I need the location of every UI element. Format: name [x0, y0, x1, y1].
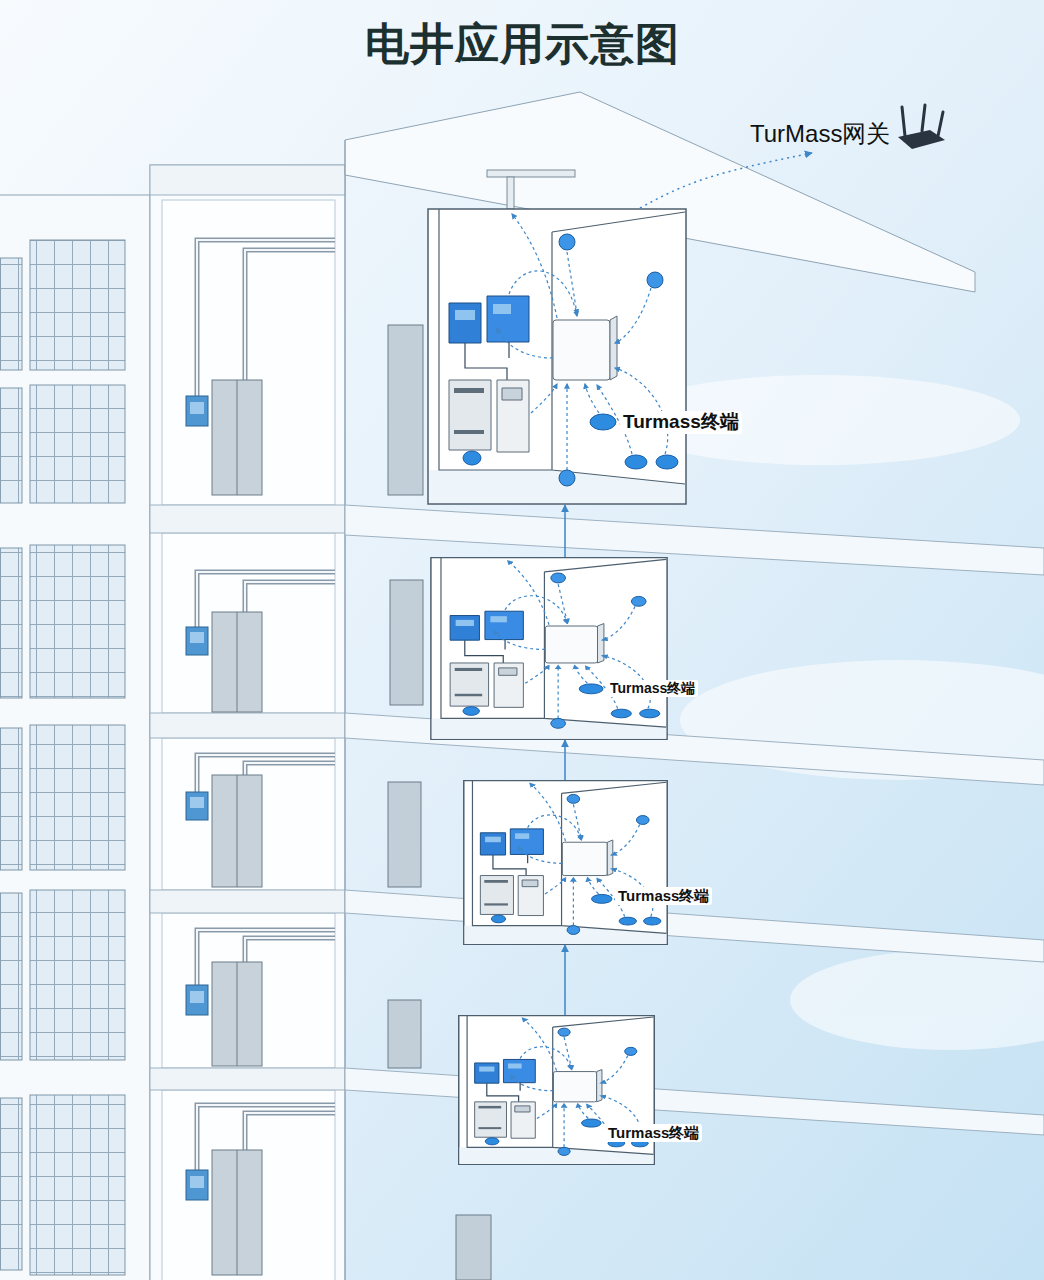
- middle-bay: [150, 505, 345, 1090]
- terminal-label: Turmass终端: [615, 887, 712, 905]
- middle-bay: [190, 402, 204, 1188]
- left-building: [0, 728, 22, 870]
- terminal-label: Turmass终端: [605, 1124, 702, 1142]
- middle-bay: [186, 1170, 208, 1200]
- shaft-block: [507, 177, 514, 209]
- left-building: [0, 195, 150, 1280]
- shaft-room: Turmass终端: [458, 1015, 707, 1165]
- middle-bay: [190, 1176, 204, 1188]
- middle-bay: [190, 797, 204, 808]
- shaft-block: [390, 580, 423, 705]
- shaft-block: [345, 505, 1044, 1135]
- signal-connector: [564, 740, 566, 780]
- shaft-block: [456, 1215, 491, 1280]
- terminal-label: Turmass终端: [620, 411, 742, 434]
- middle-bay: [150, 165, 345, 1280]
- shaft-room: Turmass终端: [427, 208, 746, 505]
- shaft-block: [388, 782, 421, 887]
- left-building: [30, 890, 125, 1060]
- middle-bay: [186, 396, 208, 1200]
- middle-bay: [212, 380, 262, 1275]
- middle-bay: [150, 165, 345, 195]
- shaft-block: [388, 1000, 421, 1068]
- signal-connector: [640, 153, 812, 208]
- middle-bay: [186, 792, 208, 820]
- cloud: [790, 950, 1044, 1050]
- middle-bay: [162, 200, 335, 1280]
- middle-bay: [197, 240, 335, 396]
- middle-bay: [162, 1090, 335, 1280]
- gateway-label: TurMass网关: [747, 120, 893, 149]
- router-icon: [898, 105, 945, 149]
- middle-bay: [162, 533, 335, 713]
- shaft-block: [388, 325, 423, 495]
- left-building: [0, 893, 22, 1060]
- gateway-node: TurMass网关: [743, 116, 898, 153]
- shaft-room: Turmass终端: [463, 780, 717, 945]
- middle-bay: [190, 402, 204, 414]
- middle-bay: [197, 240, 335, 396]
- left-building: [30, 545, 125, 698]
- electric-shaft-room: [431, 558, 667, 740]
- left-building: [0, 258, 22, 370]
- left-building: [0, 548, 22, 698]
- signal-connector: [564, 505, 566, 557]
- diagram-title: 电井应用示意图: [0, 0, 1044, 71]
- middle-bay: [150, 165, 345, 1280]
- middle-bay: [162, 738, 335, 890]
- signal-connector: [564, 945, 566, 1015]
- middle-bay: [190, 632, 204, 643]
- middle-bay: [197, 240, 335, 1170]
- middle-bay: [237, 380, 238, 1275]
- middle-bay: [150, 890, 345, 913]
- middle-bay: [150, 713, 345, 738]
- middle-bay: [237, 380, 238, 1275]
- middle-bay: [150, 505, 345, 533]
- left-building: [30, 240, 125, 370]
- middle-bay: [162, 913, 335, 1068]
- left-building: [30, 1095, 125, 1275]
- terminal-label: Turmass终端: [607, 680, 698, 697]
- middle-bay: [186, 627, 208, 655]
- middle-bay: [186, 396, 208, 426]
- middle-bay: [162, 200, 335, 505]
- shaft-block: [345, 92, 1044, 1280]
- left-building: [30, 725, 125, 870]
- shaft-block: [487, 170, 575, 177]
- left-building: [0, 388, 22, 503]
- middle-bay: [186, 985, 208, 1015]
- left-building: [30, 385, 125, 503]
- middle-bay: [190, 991, 204, 1003]
- electric-shaft-room: [428, 209, 686, 504]
- shaft-room: Turmass终端: [430, 557, 703, 740]
- shaft-block: [345, 140, 346, 1280]
- router-icon: [902, 105, 943, 136]
- left-building: [0, 1098, 22, 1270]
- electric-shaft-room: [464, 781, 667, 945]
- router-icon: [898, 130, 945, 149]
- middle-bay: [150, 1068, 345, 1090]
- electric-shaft-room: [459, 1016, 654, 1165]
- left-building: [0, 240, 125, 1275]
- left-building: [0, 195, 150, 1280]
- middle-bay: [197, 240, 335, 1170]
